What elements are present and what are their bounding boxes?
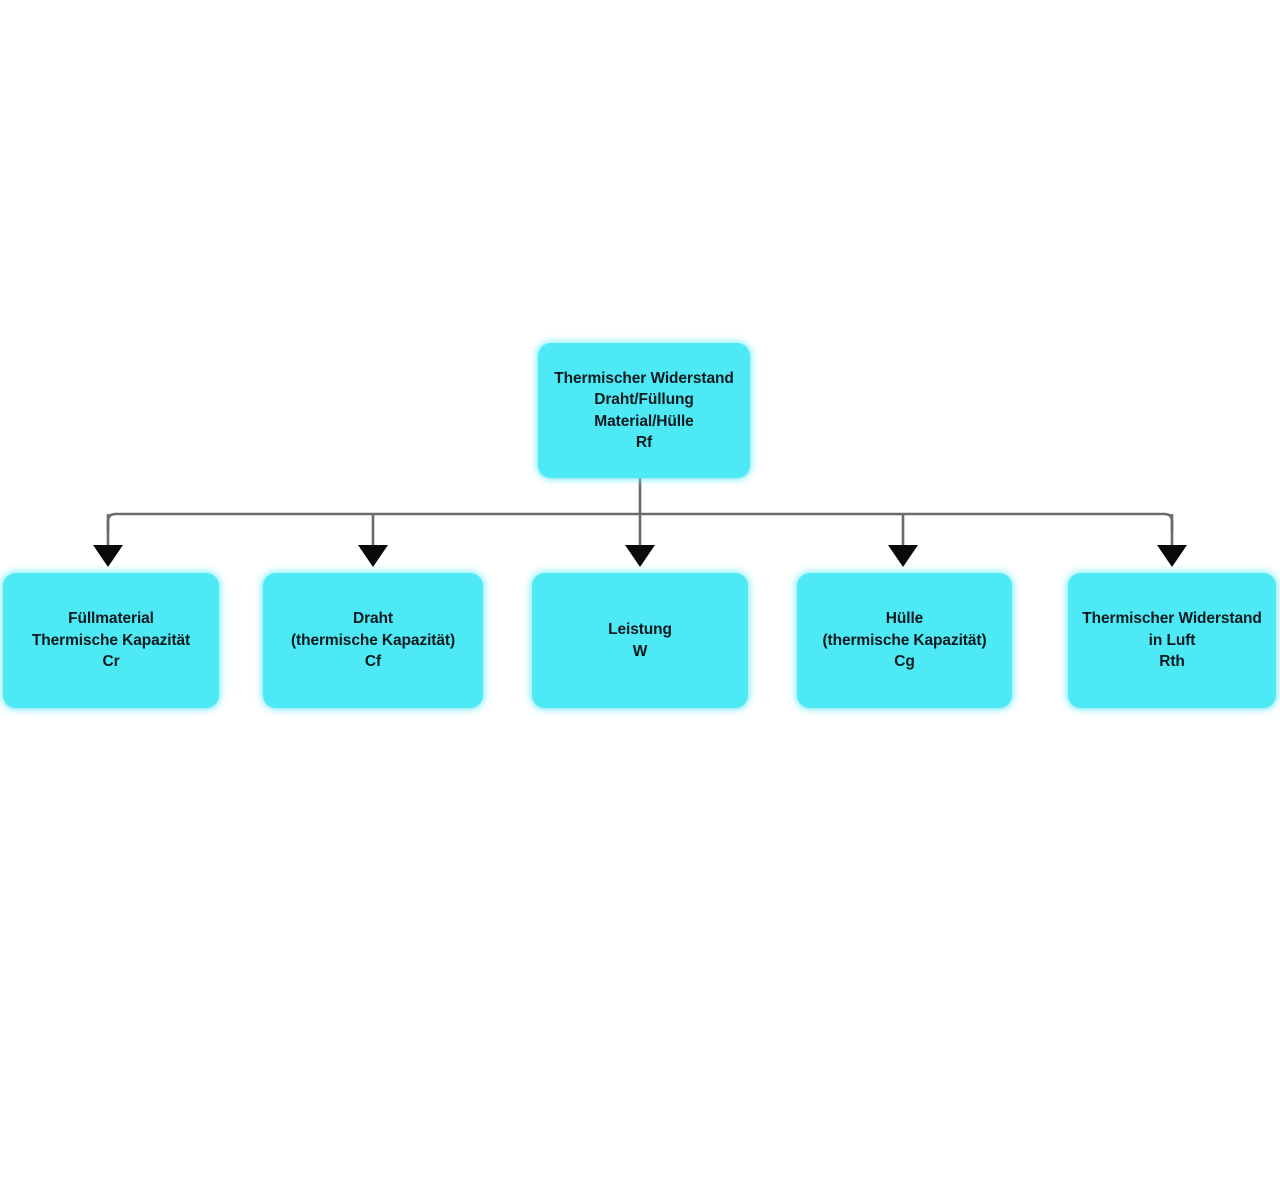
node-label: Leistung W: [608, 621, 672, 660]
node-label: Thermischer Widerstand Draht/Füllung Mat…: [554, 369, 734, 452]
arrowhead-3: [888, 545, 918, 567]
arrowhead-1: [358, 545, 388, 567]
node-thermischer-widerstand-in-luft-rth[interactable]: Thermischer Widerstand in Luft Rth: [1068, 573, 1276, 708]
arrowhead-4: [1157, 545, 1187, 567]
node-label: Draht (thermische Kapazität) Cf: [290, 610, 456, 671]
node-label: Füllmaterial Thermische Kapazität Cr: [31, 610, 191, 671]
node-label: Thermischer Widerstand in Luft Rth: [1082, 610, 1262, 671]
connector-bus: [106, 512, 1174, 532]
node-fuellmaterial-cr[interactable]: Füllmaterial Thermische Kapazität Cr: [3, 573, 219, 708]
node-leistung-w[interactable]: Leistung W: [532, 573, 748, 708]
node-label: Hülle (thermische Kapazität) Cg: [822, 610, 987, 671]
node-thermischer-widerstand-rf[interactable]: Thermischer Widerstand Draht/Füllung Mat…: [538, 343, 750, 478]
arrowhead-0: [93, 545, 123, 567]
arrowhead-2: [625, 545, 655, 567]
node-huelle-cg[interactable]: Hülle (thermische Kapazität) Cg: [797, 573, 1012, 708]
node-draht-cf[interactable]: Draht (thermische Kapazität) Cf: [263, 573, 483, 708]
